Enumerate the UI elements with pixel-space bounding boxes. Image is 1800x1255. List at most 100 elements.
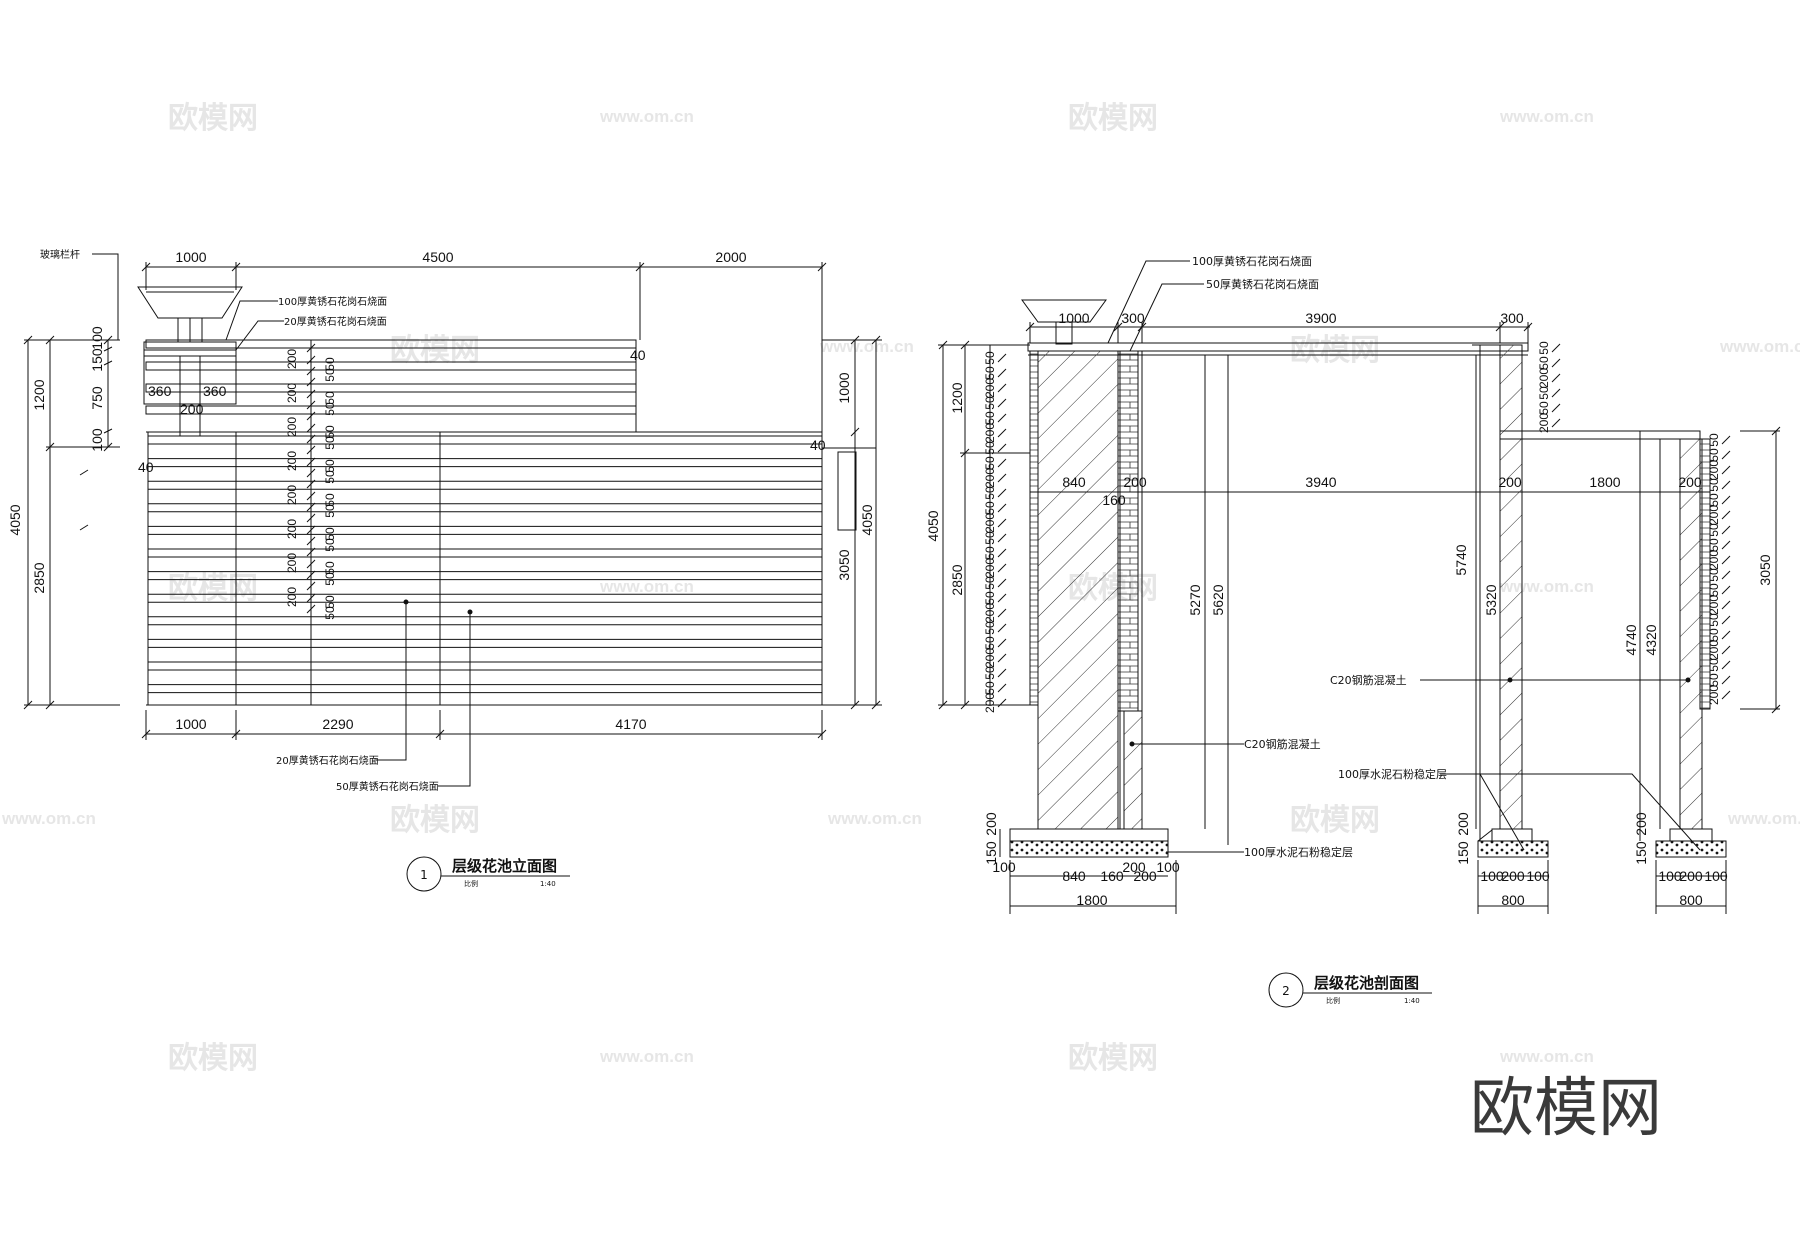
dim-label: 150 (89, 348, 105, 372)
dim-label: 750 (89, 386, 105, 410)
dim-label: 200 (180, 401, 204, 417)
slat (148, 639, 822, 647)
dim-label: 40 (630, 347, 646, 363)
dim-tick (307, 469, 315, 477)
dim-label: 200 (983, 423, 997, 443)
right-dimensions: 3050 (1740, 427, 1780, 713)
dim-tick (307, 560, 315, 568)
dim-label: 50 (983, 441, 997, 455)
dim-tick (1552, 404, 1560, 412)
dim-label: 300 (1121, 310, 1145, 326)
dim-label: 50 (983, 411, 997, 425)
dim-label: 50 (1537, 341, 1551, 355)
dim-label: 1800 (1076, 892, 1107, 908)
callouts: 玻璃栏杆 100厚黄锈石花岗石烧面 20厚黄锈石花岗石烧面 20厚黄锈石花岗石烧… (40, 248, 472, 793)
dim-label: 4050 (7, 504, 23, 535)
watermark-url: www.om.cn (827, 809, 922, 828)
dim-label: 360 (203, 383, 227, 399)
dim-tick (307, 503, 315, 511)
dim-label: 50 (1707, 478, 1721, 492)
right-dimensions: 1000 3050 4050 (822, 336, 882, 709)
dim-tick (1722, 511, 1730, 519)
dim-tick (1552, 374, 1560, 382)
dim-label: 5740 (1453, 544, 1469, 575)
watermark-url: www.om.cn (1499, 107, 1594, 126)
dim-label: 200 (983, 378, 997, 398)
dim-tick (998, 369, 1006, 377)
dim-label: 200 (1707, 460, 1721, 480)
slat (148, 549, 822, 557)
dim-label: 50 (1707, 628, 1721, 642)
dim-label: 100 (1480, 868, 1504, 884)
dim-tick (998, 384, 1006, 392)
dim-label: 50 (1707, 523, 1721, 537)
dim-label: 3050 (1757, 554, 1773, 585)
watermark-logo: 欧模网 (1290, 803, 1380, 838)
dim-tick (998, 624, 1006, 632)
dim-tick (998, 444, 1006, 452)
dim-label: 150 (1455, 841, 1471, 865)
dim-tick (998, 564, 1006, 572)
dim-label: 50 (1537, 401, 1551, 415)
middle-wall (1500, 345, 1522, 829)
dim-label: 50 (1707, 583, 1721, 597)
dim-tick (998, 609, 1006, 617)
dim-label: 50 (1707, 493, 1721, 507)
dim-label: 200 (983, 468, 997, 488)
dim-tick (1722, 436, 1730, 444)
cap-block (144, 342, 236, 356)
retaining-wall (1038, 351, 1118, 829)
left-dimensions: 1200 4050 2850 (925, 341, 1030, 709)
dim-label: 50 (323, 436, 337, 450)
dim-label: 1800 (1589, 474, 1620, 490)
dim-label: 100 (1658, 868, 1682, 884)
dim-label: 100 (1526, 868, 1550, 884)
dim-label: 200 (983, 558, 997, 578)
dim-label: 50 (983, 531, 997, 545)
stone-cladding (1118, 351, 1138, 711)
watermark-logo: 欧模网 (168, 571, 258, 606)
slat (148, 481, 822, 489)
railing-post (138, 287, 242, 342)
dim-tick (307, 480, 315, 488)
brand-logo: 欧模网 (1470, 1072, 1662, 1146)
dim-label: 50 (323, 368, 337, 382)
dim-label: 1000 (836, 372, 852, 403)
dim-label: 4320 (1643, 624, 1659, 655)
dim-label: 200 (1537, 413, 1551, 433)
dim-tick (307, 548, 315, 556)
dim-label: 50 (323, 572, 337, 586)
watermark-logo: 欧模网 (390, 333, 480, 368)
dim-tick (998, 519, 1006, 527)
dim-label: 5320 (1483, 584, 1499, 615)
dim-label: 50 (1537, 386, 1551, 400)
slat (148, 504, 822, 512)
dim-label: 150 (983, 841, 999, 865)
dim-tick (998, 684, 1006, 692)
dim-label: 50 (323, 357, 337, 371)
dim-tick (1722, 631, 1730, 639)
dim-tick (998, 639, 1006, 647)
dim-label: 100 (89, 326, 105, 350)
watermark-logo: 欧模网 (390, 803, 480, 838)
dim-tick (307, 446, 315, 454)
dim-label: 2850 (949, 564, 965, 595)
dim-label: 50 (983, 681, 997, 695)
dim-tick (1722, 496, 1730, 504)
watermark-logo: 欧模网 (1068, 101, 1158, 136)
dim-tick (1722, 541, 1730, 549)
dim-tick (998, 579, 1006, 587)
dim-label: 50 (323, 538, 337, 552)
dim-label: 200 (1707, 640, 1721, 660)
dim-label: 200 (1678, 474, 1702, 490)
dim-label: 50 (323, 402, 337, 416)
dim-label: 200 (1498, 474, 1522, 490)
dim-tick (998, 669, 1006, 677)
dim-tick (307, 344, 315, 352)
dim-label: 50 (983, 576, 997, 590)
dim-label: 200 (983, 603, 997, 623)
watermark-url: www.om.cn (1499, 577, 1594, 596)
dim-label: 50 (983, 501, 997, 515)
dim-label: 160 (1102, 492, 1126, 508)
